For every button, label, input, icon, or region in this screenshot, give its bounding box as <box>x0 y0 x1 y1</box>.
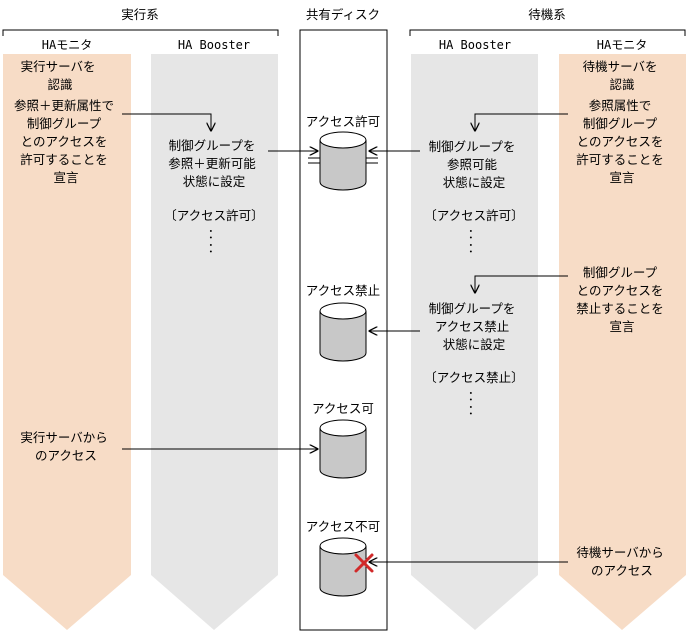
disk-label-forbidden: アクセス禁止 <box>306 283 380 298</box>
text-line: 参照＋更新可能 <box>168 156 256 171</box>
text-line: 許可することを <box>20 152 108 167</box>
group-label-standby: 待機系 <box>528 7 566 22</box>
disk-cylinder-allowed <box>308 131 378 191</box>
text-line: 状態に設定 <box>183 174 246 189</box>
text-line: 実行サーバから <box>20 430 107 445</box>
text-line: 実行サーバを <box>21 59 96 74</box>
text-line: 制御グループを <box>429 139 516 154</box>
text-line: 禁止することを <box>576 301 664 316</box>
disk-cylinder-forbidden <box>319 302 367 362</box>
text-line: 状態に設定 <box>443 175 506 190</box>
standby-monitor-recognize: 待機サーバを 認識 <box>583 59 662 92</box>
text-line: 待機サーバを <box>583 59 658 74</box>
text-line: とのアクセスを <box>577 283 664 298</box>
active-monitor-declare: 参照＋更新属性で 制御グループ とのアクセスを 許可することを 宣言 <box>14 98 118 185</box>
text-line: 制御グループ <box>27 116 102 131</box>
text-line: 制御グループを <box>429 301 516 316</box>
standby-booster-ellipsis: ： <box>468 402 481 417</box>
text-line: 認識 <box>609 77 634 92</box>
text-line: アクセス禁止 <box>435 319 509 334</box>
text-line: 宣言 <box>53 170 78 185</box>
standby-booster-state-allowed: 〔アクセス許可〕 <box>424 208 523 223</box>
text-line: 制御グループ <box>583 265 658 280</box>
standby-booster-ellipsis: ： <box>468 240 481 255</box>
standby-booster-state-forbidden: 〔アクセス禁止〕 <box>424 370 523 385</box>
active-ha-booster-header: HA Booster <box>178 38 250 52</box>
text-line: のアクセス <box>35 448 97 463</box>
text-line: 宣言 <box>609 170 634 185</box>
text-line: 参照属性で <box>589 98 652 113</box>
standby-ha-booster-header: HA Booster <box>439 38 511 52</box>
arrow-standby-monitor-to-booster-allow <box>475 113 568 131</box>
text-line: とのアクセスを <box>21 134 108 149</box>
active-monitor-access: 実行サーバから のアクセス <box>20 430 111 463</box>
standby-booster-ellipsis: ： <box>468 226 481 241</box>
text-line: 宣言 <box>609 319 634 334</box>
text-line: 制御グループ <box>583 116 658 131</box>
text-line: 待機サーバから <box>576 545 663 560</box>
standby-ha-monitor-column <box>559 54 686 630</box>
text-line: 認識 <box>47 77 72 92</box>
text-line: 参照可能 <box>447 157 498 172</box>
disk-cylinder-not-accessible <box>319 537 367 597</box>
access-denied-x-icon <box>354 553 374 573</box>
group-bracket-active <box>2 29 279 36</box>
text-line: 許可することを <box>576 152 664 167</box>
arrow-standby-monitor-to-booster-forbid <box>475 275 568 293</box>
active-booster-ellipsis: ： <box>208 226 221 241</box>
text-line: 制御グループを <box>169 138 256 153</box>
active-monitor-recognize: 実行サーバを 認識 <box>21 59 100 92</box>
disk-label-accessible: アクセス可 <box>312 401 374 416</box>
arrow-active-monitor-to-booster <box>122 113 211 131</box>
text-line: 参照＋更新属性で <box>14 98 114 113</box>
standby-monitor-access: 待機サーバから のアクセス <box>576 545 667 578</box>
active-ha-monitor-header: HAモニタ <box>42 38 92 52</box>
group-bracket-standby <box>409 29 686 36</box>
text-line: のアクセス <box>591 563 653 578</box>
active-ha-monitor-column <box>3 54 131 630</box>
standby-ha-booster-column <box>411 54 538 630</box>
disk-label-not-accessible: アクセス不可 <box>306 519 380 534</box>
standby-booster-set-forbidden: 制御グループを アクセス禁止 状態に設定 <box>429 301 520 352</box>
text-line: 状態に設定 <box>443 337 506 352</box>
standby-monitor-declare-allow: 参照属性で 制御グループ とのアクセスを 許可することを 宣言 <box>576 98 668 185</box>
standby-monitor-declare-forbid: 制御グループ とのアクセスを 禁止することを 宣言 <box>576 265 668 334</box>
text-line: とのアクセスを <box>577 134 664 149</box>
group-label-shared: 共有ディスク <box>306 7 380 22</box>
standby-ha-monitor-header: HAモニタ <box>597 38 647 52</box>
active-booster-set-state: 制御グループを 参照＋更新可能 状態に設定 <box>168 138 260 189</box>
standby-booster-ellipsis: ： <box>468 388 481 403</box>
disk-cylinder-accessible <box>319 419 367 479</box>
standby-booster-set-readable: 制御グループを 参照可能 状態に設定 <box>429 139 520 190</box>
active-booster-ellipsis: ： <box>208 240 221 255</box>
active-booster-state-allowed: 〔アクセス許可〕 <box>164 208 263 223</box>
active-ha-booster-column <box>151 54 278 630</box>
disk-label-allowed: アクセス許可 <box>306 114 380 129</box>
group-label-active: 実行系 <box>121 7 159 22</box>
